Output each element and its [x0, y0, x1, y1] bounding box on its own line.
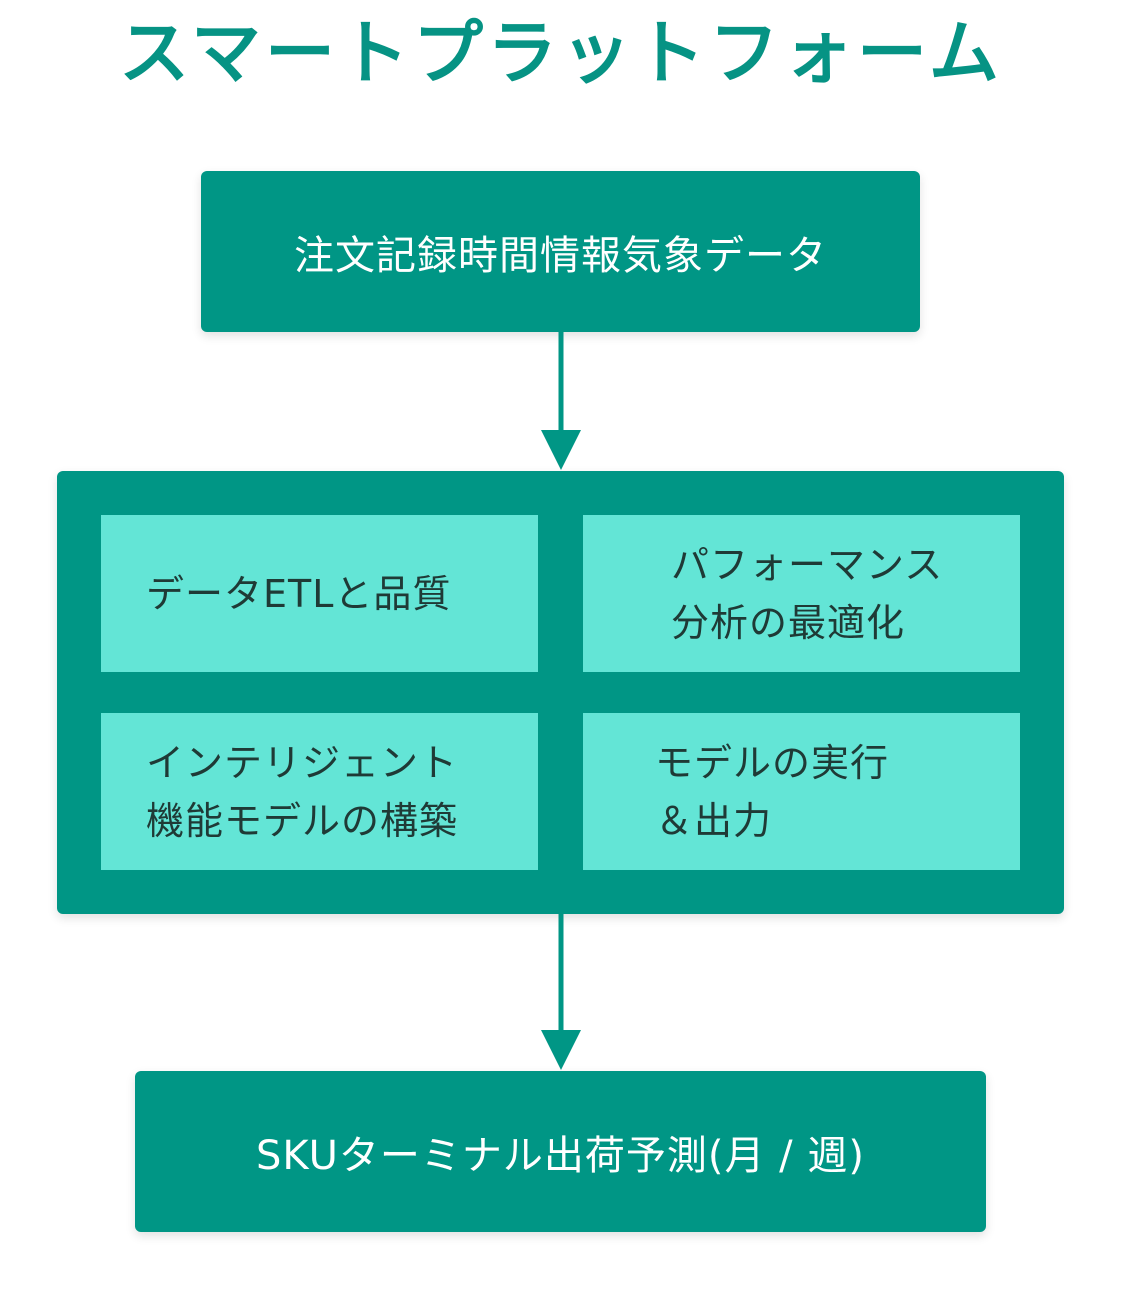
cell-line: パフォーマンス: [671, 542, 944, 587]
output-forecast-box: SKUターミナル出荷予測(月 / 週): [135, 1071, 986, 1232]
input-data-label: 注文記録時間情報気象データ: [294, 232, 827, 279]
cell-line: ＆出力: [655, 798, 773, 843]
input-data-box: 注文記録時間情報気象データ: [201, 171, 920, 332]
cell-line: インテリジェント: [146, 740, 459, 785]
cell-etl-quality: データETLと品質: [101, 515, 538, 672]
arrow-platform-to-output: [541, 914, 581, 1070]
cell-line: 機能モデルの構築: [146, 798, 459, 843]
cell-model-building: インテリジェント 機能モデルの構築: [101, 713, 538, 870]
output-forecast-label: SKUターミナル出荷予測(月 / 週): [256, 1132, 865, 1179]
arrow-input-to-platform: [541, 332, 581, 470]
cell-model-execution: モデルの実行 ＆出力: [583, 713, 1020, 870]
cell-line: 分析の最適化: [671, 600, 906, 645]
cell-line: モデルの実行: [655, 740, 890, 785]
cell-performance-analysis: パフォーマンス 分析の最適化: [583, 515, 1020, 672]
cell-line: データETLと品質: [146, 571, 452, 616]
diagram-title: スマートプラットフォーム: [119, 12, 1003, 94]
